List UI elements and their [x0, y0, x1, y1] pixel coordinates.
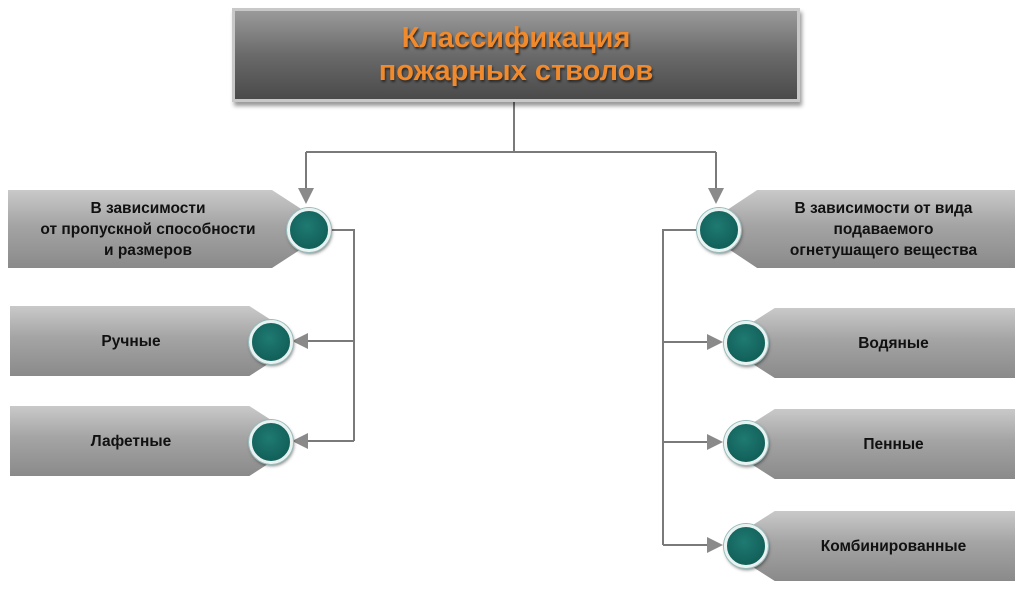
right-header-line: подаваемого	[833, 220, 934, 238]
node-circle	[724, 524, 768, 568]
node-circle	[249, 420, 293, 464]
right-header-line: В зависимости от вида	[794, 199, 973, 217]
left-category-box: В зависимости от пропускной способности и …	[8, 190, 308, 268]
node-circle	[724, 321, 768, 365]
item-label: Пенные	[863, 435, 924, 453]
node-circle	[249, 320, 293, 364]
right-item-box: Комбинированные	[742, 511, 1015, 581]
item-label: Комбинированные	[820, 537, 967, 555]
item-label: Ручные	[101, 332, 161, 350]
item-label: Водяные	[858, 334, 929, 352]
right-header-line: огнетушащего вещества	[789, 241, 978, 259]
node-circle	[697, 208, 741, 252]
left-header-line: от пропускной способности	[40, 220, 256, 238]
node-circle	[724, 421, 768, 465]
title-line-2: пожарных стволов	[378, 55, 654, 87]
left-item-box: Ручные	[10, 306, 282, 376]
left-header-line: и размеров	[104, 241, 192, 259]
right-item-box: Пенные	[742, 409, 1015, 479]
node-circle	[287, 208, 331, 252]
left-header-line: В зависимости	[90, 199, 206, 217]
item-label: Лафетные	[90, 432, 172, 450]
right-item-box: Водяные	[742, 308, 1015, 378]
title-line-1: Классификация	[401, 22, 631, 54]
left-item-box: Лафетные	[10, 406, 282, 476]
right-category-box: В зависимости от вида подаваемого огнетуша…	[722, 190, 1015, 268]
